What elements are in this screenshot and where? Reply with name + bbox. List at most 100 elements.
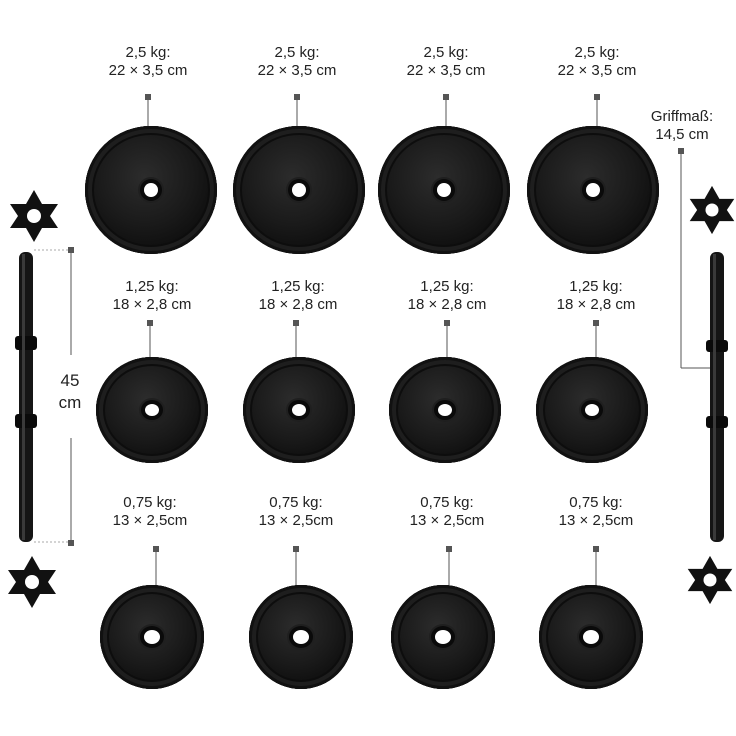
- dimension-line: [70, 438, 72, 540]
- weight-text: 1,25 kg:: [271, 278, 325, 295]
- grip-leader: [680, 152, 710, 369]
- bar-length-value: 45: [60, 371, 80, 390]
- size-text: 18 × 2,8 cm: [556, 296, 636, 313]
- weight-text: 1,25 kg:: [420, 278, 474, 295]
- plate-0-75kg: [391, 585, 495, 689]
- dimension-line: [70, 253, 72, 355]
- weight-text: 2,5 kg:: [274, 44, 320, 61]
- weight-text: 1,25 kg:: [125, 278, 179, 295]
- dimension-guide-dots: [34, 249, 70, 543]
- plate-hole: [435, 630, 451, 644]
- grip-tick: [678, 148, 684, 154]
- plate-2-5kg-label-4: 2,5 kg:22 × 3,5 cm: [558, 44, 637, 80]
- plate-1-25kg: [536, 357, 648, 463]
- plate-1-25kg: [243, 357, 355, 463]
- star-collar-icon: [687, 555, 733, 605]
- plate-1-25kg-label-3: 1,25 kg:18 × 2,8 cm: [408, 278, 487, 314]
- leader-line: [155, 552, 157, 586]
- weight-text: 0,75 kg:: [569, 494, 623, 511]
- dimension-tick-bottom: [68, 540, 74, 546]
- star-collar-icon: [689, 185, 735, 235]
- plate-0-75kg: [539, 585, 643, 689]
- leader-line: [446, 326, 448, 358]
- plate-hole: [144, 183, 158, 197]
- plate-hole: [292, 404, 306, 416]
- plate-1-25kg: [389, 357, 501, 463]
- grip-label: Griffmaß:14,5 cm: [651, 108, 713, 144]
- plate-2-5kg: [233, 126, 365, 254]
- plate-hole: [145, 404, 159, 416]
- size-text: 22 × 3,5 cm: [257, 62, 337, 79]
- leader-tick: [294, 94, 300, 100]
- leader-line: [595, 326, 597, 358]
- leader-tick: [293, 546, 299, 552]
- plate-1-25kg-label-2: 1,25 kg:18 × 2,8 cm: [259, 278, 338, 314]
- size-text: 13 × 2,5cm: [409, 512, 485, 529]
- leader-line: [296, 100, 298, 132]
- leader-tick: [593, 546, 599, 552]
- dumbbell-bar: [706, 252, 728, 542]
- dimension-tick-top: [68, 247, 74, 253]
- weight-text: 0,75 kg:: [123, 494, 177, 511]
- plate-2-5kg: [527, 126, 659, 254]
- plate-hole: [438, 404, 452, 416]
- weight-text: 2,5 kg:: [125, 44, 171, 61]
- leader-tick: [443, 94, 449, 100]
- plate-hole: [292, 183, 306, 197]
- plate-1-25kg: [96, 357, 208, 463]
- leader-tick: [446, 546, 452, 552]
- leader-line: [595, 552, 597, 586]
- star-collar-icon: [10, 190, 58, 242]
- size-text: 22 × 3,5 cm: [406, 62, 486, 79]
- leader-tick: [153, 546, 159, 552]
- weight-text: 0,75 kg:: [269, 494, 323, 511]
- plate-0-75kg-label-3: 0,75 kg:13 × 2,5cm: [410, 494, 485, 530]
- plate-0-75kg-label-2: 0,75 kg:13 × 2,5cm: [259, 494, 334, 530]
- dumbbell-bar: [15, 252, 37, 542]
- plate-2-5kg: [378, 126, 510, 254]
- leader-line: [295, 326, 297, 358]
- plate-hole: [586, 183, 600, 197]
- plate-hole: [293, 630, 309, 644]
- plate-0-75kg-label-1: 0,75 kg:13 × 2,5cm: [113, 494, 188, 530]
- leader-tick: [147, 320, 153, 326]
- leader-line: [147, 100, 149, 132]
- size-text: 22 × 3,5 cm: [108, 62, 188, 79]
- weight-text: 1,25 kg:: [569, 278, 623, 295]
- size-text: 13 × 2,5cm: [112, 512, 188, 529]
- leader-line: [448, 552, 450, 586]
- size-text: 13 × 2,5cm: [258, 512, 334, 529]
- plate-2-5kg-label-2: 2,5 kg:22 × 3,5 cm: [258, 44, 337, 80]
- weight-text: 2,5 kg:: [423, 44, 469, 61]
- leader-tick: [293, 320, 299, 326]
- size-text: 18 × 2,8 cm: [407, 296, 487, 313]
- weight-text: 2,5 kg:: [574, 44, 620, 61]
- leader-tick: [593, 320, 599, 326]
- leader-tick: [444, 320, 450, 326]
- plate-hole: [437, 183, 451, 197]
- star-collar-icon: [8, 556, 56, 608]
- plate-hole: [585, 404, 599, 416]
- size-text: 13 × 2,5cm: [558, 512, 634, 529]
- plate-hole: [583, 630, 599, 644]
- leader-tick: [594, 94, 600, 100]
- plate-hole: [144, 630, 160, 644]
- leader-line: [445, 100, 447, 132]
- leader-line: [295, 552, 297, 586]
- leader-tick: [145, 94, 151, 100]
- grip-label-title: Griffmaß:: [650, 108, 714, 125]
- plate-1-25kg-label-4: 1,25 kg:18 × 2,8 cm: [557, 278, 636, 314]
- plate-2-5kg-label-3: 2,5 kg:22 × 3,5 cm: [407, 44, 486, 80]
- size-text: 18 × 2,8 cm: [258, 296, 338, 313]
- size-text: 18 × 2,8 cm: [112, 296, 192, 313]
- weight-text: 0,75 kg:: [420, 494, 474, 511]
- size-text: 22 × 3,5 cm: [557, 62, 637, 79]
- leader-line: [149, 326, 151, 358]
- plate-1-25kg-label-1: 1,25 kg:18 × 2,8 cm: [113, 278, 192, 314]
- plate-2-5kg-label-1: 2,5 kg:22 × 3,5 cm: [109, 44, 188, 80]
- plate-0-75kg: [249, 585, 353, 689]
- grip-label-value: 14,5 cm: [655, 126, 709, 143]
- plate-2-5kg: [85, 126, 217, 254]
- plate-0-75kg-label-4: 0,75 kg:13 × 2,5cm: [559, 494, 634, 530]
